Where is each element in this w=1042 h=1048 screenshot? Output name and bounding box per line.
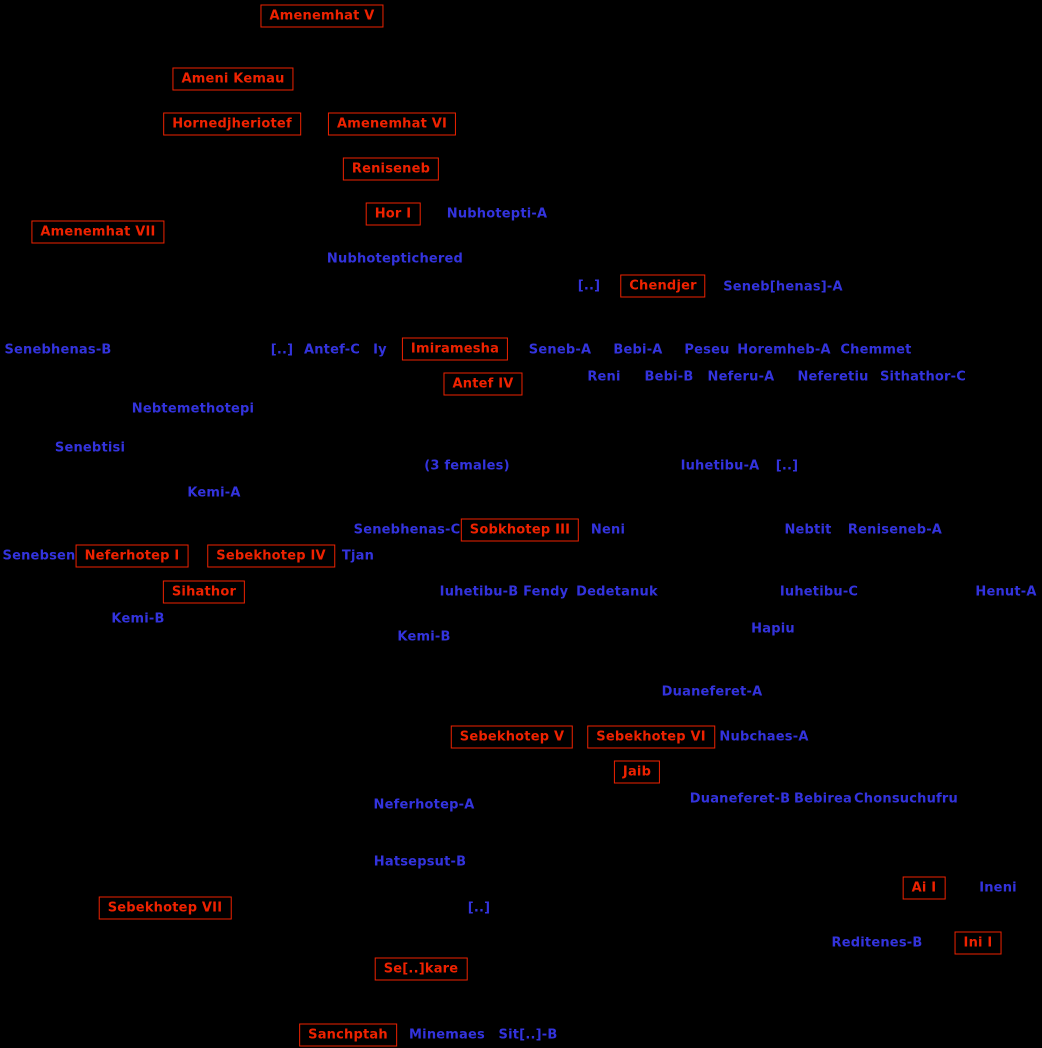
- family-member-name[interactable]: Senebhenas-C: [353, 522, 461, 538]
- family-member-name[interactable]: Bebi-B: [644, 369, 694, 385]
- king-name-node[interactable]: Se[..]kare: [374, 957, 468, 981]
- family-member-name[interactable]: [..]: [270, 342, 294, 358]
- family-member-name[interactable]: Senebtisi: [54, 440, 126, 456]
- king-name-node[interactable]: Ameni Kemau: [172, 67, 294, 91]
- king-name-node[interactable]: Jaib: [613, 760, 661, 784]
- family-member-name[interactable]: Reni: [587, 369, 621, 385]
- king-name-node[interactable]: Sebekhotep VII: [98, 896, 232, 920]
- family-member-name[interactable]: (3 females): [424, 458, 510, 474]
- family-member-name[interactable]: Kemi-A: [187, 485, 241, 501]
- family-member-name[interactable]: Minemaes: [409, 1027, 485, 1043]
- king-name-node[interactable]: Neferhotep I: [75, 544, 189, 568]
- king-name-node[interactable]: Imiramesha: [401, 337, 509, 361]
- family-member-name[interactable]: Sithathor-C: [879, 369, 967, 385]
- family-member-name[interactable]: Iy: [373, 342, 387, 358]
- family-member-name[interactable]: Hatsepsut-B: [373, 854, 467, 870]
- king-name-node[interactable]: Sobkhotep III: [460, 518, 580, 542]
- family-member-name[interactable]: Nubhoteptichered: [326, 251, 464, 267]
- family-member-name[interactable]: Henut-A: [975, 584, 1037, 600]
- family-member-name[interactable]: Bebi-A: [613, 342, 663, 358]
- king-name-node[interactable]: Sihathor: [162, 580, 246, 604]
- family-member-name[interactable]: Senebsen: [2, 548, 76, 564]
- family-member-name[interactable]: Nubchaes-A: [719, 729, 809, 745]
- king-name-node[interactable]: Antef IV: [443, 372, 523, 396]
- family-member-name[interactable]: Dedetanuk: [576, 584, 658, 600]
- family-member-name[interactable]: Duaneferet-A: [661, 684, 763, 700]
- family-member-name[interactable]: Peseu: [684, 342, 730, 358]
- family-member-name[interactable]: Seneb[henas]-A: [723, 279, 843, 295]
- family-member-name[interactable]: Nebtit: [784, 522, 832, 538]
- family-member-name[interactable]: Seneb-A: [528, 342, 592, 358]
- king-name-node[interactable]: Hornedjheriotef: [163, 112, 301, 136]
- king-name-node[interactable]: Amenemhat V: [260, 4, 384, 28]
- family-member-name[interactable]: Tjan: [341, 548, 375, 564]
- family-member-name[interactable]: Bebirea: [794, 791, 852, 807]
- family-member-name[interactable]: Ineni: [979, 880, 1017, 896]
- king-name-node[interactable]: Sanchptah: [299, 1023, 397, 1047]
- family-member-name[interactable]: Reditenes-B: [831, 935, 923, 951]
- king-name-node[interactable]: Sebekhotep IV: [207, 544, 335, 568]
- family-member-name[interactable]: Antef-C: [303, 342, 361, 358]
- family-member-name[interactable]: Nubhotepti-A: [446, 206, 548, 222]
- family-member-name[interactable]: Neni: [590, 522, 626, 538]
- king-name-node[interactable]: Ini I: [954, 931, 1002, 955]
- family-member-name[interactable]: Chemmet: [840, 342, 912, 358]
- king-name-node[interactable]: Reniseneb: [342, 157, 440, 181]
- family-member-name[interactable]: Kemi-B: [111, 611, 165, 627]
- family-member-name[interactable]: Duaneferet-B: [689, 791, 791, 807]
- family-member-name[interactable]: [..]: [775, 458, 799, 474]
- family-member-name[interactable]: Reniseneb-A: [847, 522, 943, 538]
- king-name-node[interactable]: Chendjer: [620, 274, 706, 298]
- family-member-name[interactable]: Sit[..]-B: [498, 1027, 558, 1043]
- king-name-node[interactable]: Amenemhat VI: [327, 112, 457, 136]
- family-member-name[interactable]: Iuhetibu-A: [680, 458, 760, 474]
- king-name-node[interactable]: Amenemhat VII: [31, 220, 165, 244]
- family-member-name[interactable]: Iuhetibu-B Fendy: [439, 584, 569, 600]
- family-member-name[interactable]: Senebhenas-B: [4, 342, 112, 358]
- family-member-name[interactable]: Hapiu: [751, 621, 795, 637]
- king-name-node[interactable]: Sebekhotep V: [450, 725, 574, 749]
- family-member-name[interactable]: Kemi-B: [397, 629, 451, 645]
- family-member-name[interactable]: Neferu-A: [707, 369, 775, 385]
- family-member-name[interactable]: [..]: [467, 900, 491, 916]
- family-member-name[interactable]: Horemheb-A: [737, 342, 831, 358]
- family-member-name[interactable]: Neferhotep-A: [373, 797, 475, 813]
- family-member-name[interactable]: Chonsuchufru: [854, 791, 958, 807]
- king-name-node[interactable]: Hor I: [365, 202, 421, 226]
- family-member-name[interactable]: Neferetiu: [797, 369, 869, 385]
- family-member-name[interactable]: [..]: [577, 278, 601, 294]
- king-name-node[interactable]: Sebekhotep VI: [587, 725, 715, 749]
- king-name-node[interactable]: Ai I: [902, 876, 946, 900]
- family-member-name[interactable]: Iuhetibu-C: [779, 584, 859, 600]
- family-member-name[interactable]: Nebtemethotepi: [131, 401, 255, 417]
